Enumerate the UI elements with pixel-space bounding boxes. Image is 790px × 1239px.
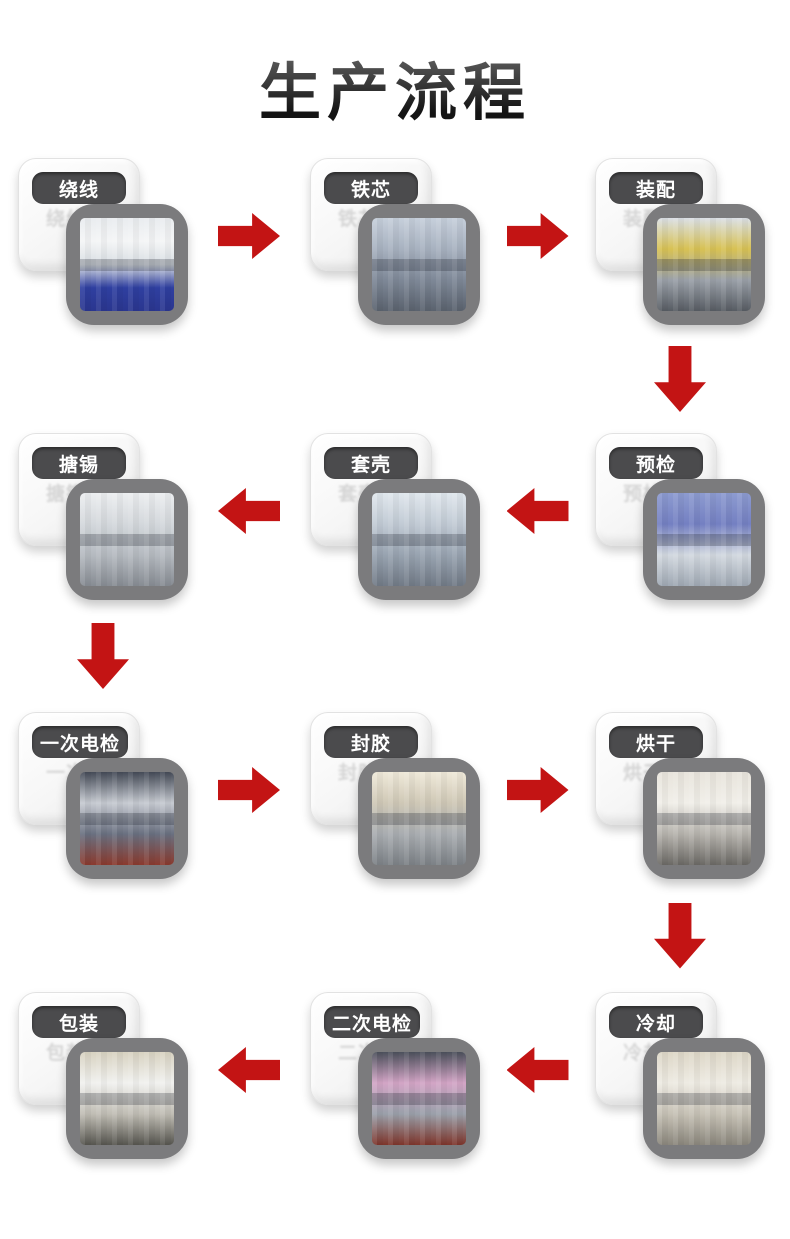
flow-arrow-right-icon bbox=[506, 213, 569, 259]
step-label-pill: 一次电检 bbox=[32, 726, 129, 758]
flow-arrow-left-icon bbox=[506, 1047, 569, 1093]
step-photo-frame bbox=[358, 1038, 480, 1159]
flow-arrow-right-icon bbox=[506, 767, 569, 813]
flow-arrow-right-icon bbox=[218, 213, 280, 259]
flow-arrow-left-icon bbox=[506, 488, 569, 534]
drying-oven-photo bbox=[657, 772, 751, 865]
flow-arrow-left-icon bbox=[218, 488, 280, 534]
step-photo-frame bbox=[358, 758, 480, 879]
tinning-machine-photo bbox=[80, 493, 174, 586]
flow-arrow-right-icon bbox=[218, 767, 280, 813]
cooling-bed-photo bbox=[657, 1052, 751, 1145]
flow-arrow-down-icon bbox=[77, 623, 129, 689]
casing-machine-photo bbox=[372, 493, 466, 586]
step-photo-frame bbox=[66, 204, 188, 325]
step-label-pill: 装配 bbox=[609, 172, 703, 204]
step-photo-frame bbox=[66, 758, 188, 879]
packing-table-photo bbox=[80, 1052, 174, 1145]
process-step-cell: 烘干 烘干 bbox=[595, 712, 765, 879]
step-label-pill: 封胶 bbox=[324, 726, 418, 758]
step-label-pill: 冷却 bbox=[609, 1006, 703, 1038]
step-label-pill: 烘干 bbox=[609, 726, 703, 758]
step-label: 预检 bbox=[635, 454, 676, 476]
process-step-cell: 铁芯 铁芯 bbox=[310, 158, 480, 325]
process-step-cell: 冷却 冷却 bbox=[595, 992, 765, 1159]
process-step-cell: 一次电检 一次电检 bbox=[18, 712, 188, 879]
winding-machine-photo bbox=[80, 218, 174, 311]
step-label: 烘干 bbox=[635, 733, 676, 755]
step-label-pill: 绕线 bbox=[32, 172, 126, 204]
step-photo-frame bbox=[643, 1038, 765, 1159]
pre-inspection-tester-photo bbox=[657, 493, 751, 586]
step-label-pill: 预检 bbox=[609, 447, 703, 479]
step-label: 冷却 bbox=[635, 1013, 676, 1035]
step-label: 二次电检 bbox=[332, 1013, 413, 1035]
page-title: 生产流程 bbox=[0, 42, 790, 132]
step-photo-frame bbox=[66, 1038, 188, 1159]
step-label: 铁芯 bbox=[350, 179, 391, 201]
process-step-cell: 套壳 套壳 bbox=[310, 433, 480, 600]
step-label: 包装 bbox=[58, 1013, 99, 1035]
process-step-cell: 预检 预检 bbox=[595, 433, 765, 600]
step-label-pill: 套壳 bbox=[324, 447, 418, 479]
step-label: 搪锡 bbox=[58, 454, 99, 476]
step-label: 一次电检 bbox=[40, 733, 121, 755]
step-photo-frame bbox=[358, 204, 480, 325]
step-photo-frame bbox=[643, 204, 765, 325]
step-label: 套壳 bbox=[350, 454, 391, 476]
process-step-cell: 装配 装配 bbox=[595, 158, 765, 325]
step-label: 封胶 bbox=[350, 733, 391, 755]
step-label-pill: 铁芯 bbox=[324, 172, 418, 204]
assembly-line-photo bbox=[657, 218, 751, 311]
step-label-pill: 包装 bbox=[32, 1006, 126, 1038]
process-step-cell: 搪锡 搪锡 bbox=[18, 433, 188, 600]
second-electric-test-photo bbox=[372, 1052, 466, 1145]
glue-sealing-machine-photo bbox=[372, 772, 466, 865]
step-label-pill: 二次电检 bbox=[324, 1006, 421, 1038]
step-label: 绕线 bbox=[58, 179, 99, 201]
step-photo-frame bbox=[643, 479, 765, 600]
process-step-cell: 封胶 封胶 bbox=[310, 712, 480, 879]
flow-arrow-left-icon bbox=[218, 1047, 280, 1093]
process-step-cell: 包装 包装 bbox=[18, 992, 188, 1159]
step-photo-frame bbox=[358, 479, 480, 600]
step-photo-frame bbox=[643, 758, 765, 879]
step-label-pill: 搪锡 bbox=[32, 447, 126, 479]
flow-arrow-down-icon bbox=[654, 902, 706, 969]
core-assembly-machine-photo bbox=[372, 218, 466, 311]
step-label: 装配 bbox=[635, 179, 676, 201]
process-step-cell: 二次电检 二次电检 bbox=[310, 992, 480, 1159]
step-photo-frame bbox=[66, 479, 188, 600]
flow-arrow-down-icon bbox=[654, 346, 706, 412]
process-step-cell: 绕线 绕线 bbox=[18, 158, 188, 325]
first-electric-test-photo bbox=[80, 772, 174, 865]
